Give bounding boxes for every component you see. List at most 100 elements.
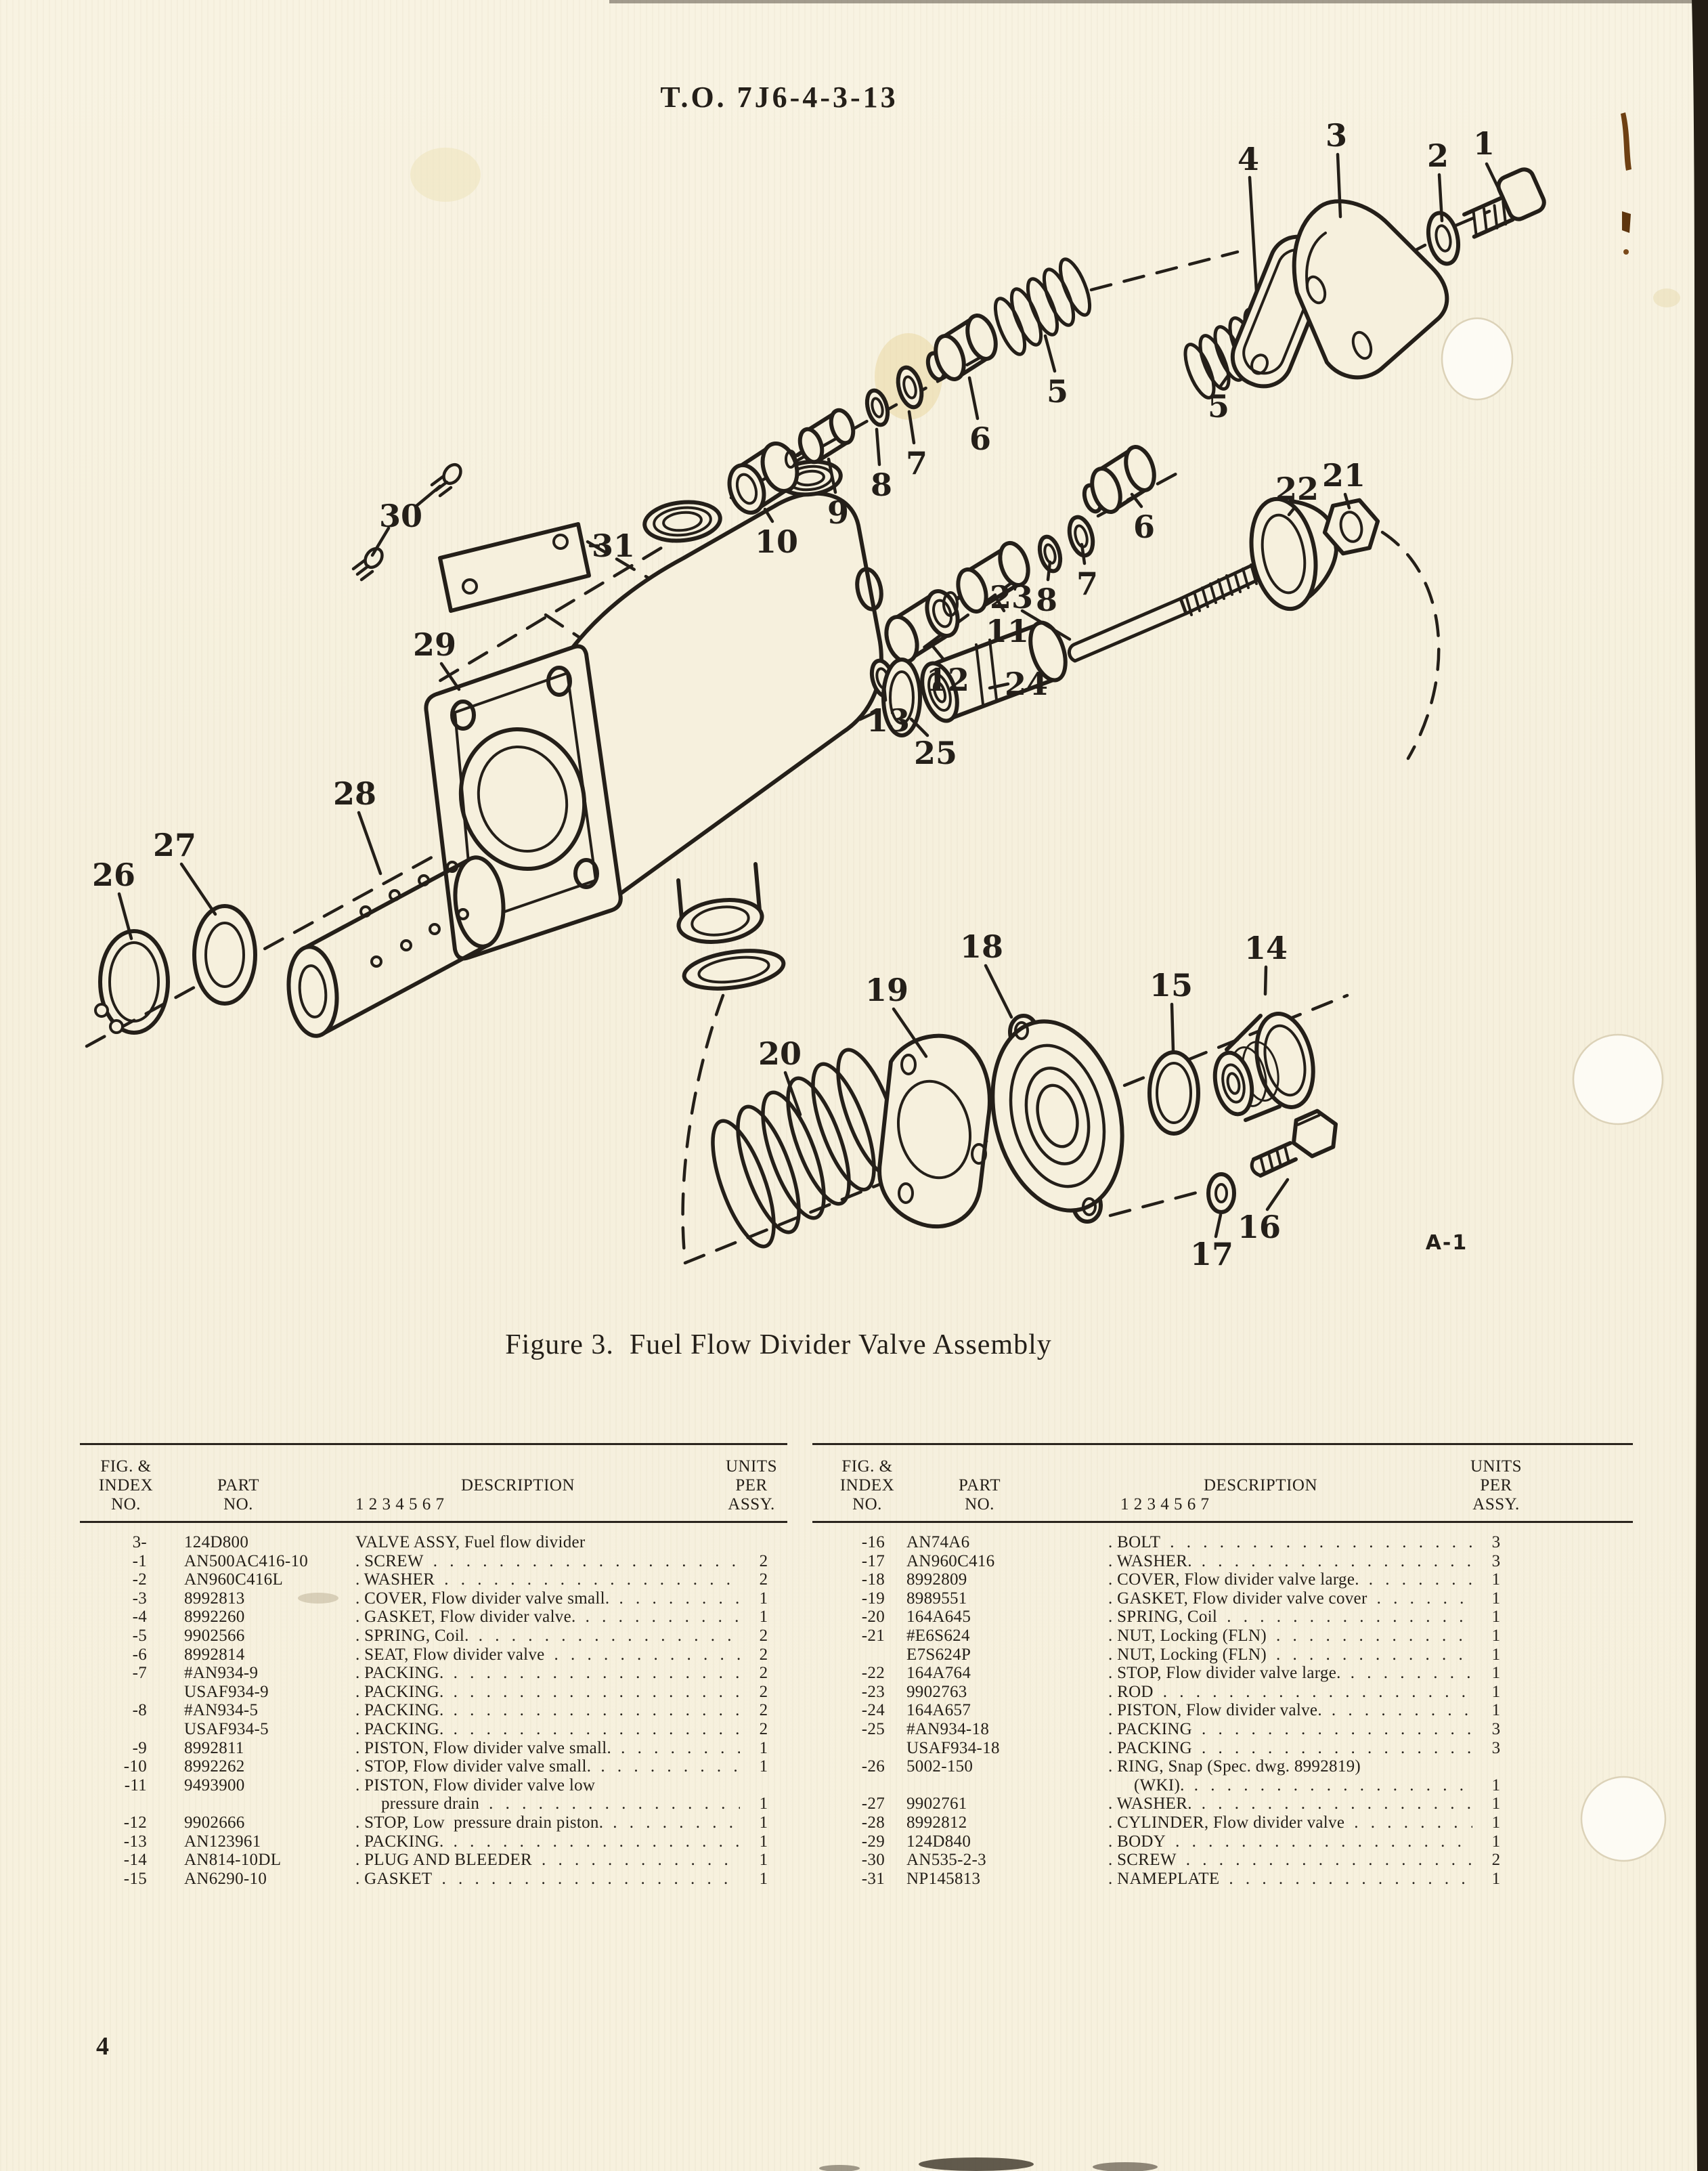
col-header-fig-index-right: FIG. & INDEX NO. <box>839 1457 895 1513</box>
description-text: . PACKING <box>1108 1738 1193 1757</box>
cell-units: 2 <box>759 1626 768 1645</box>
cell-part-no: AN960C416L <box>184 1570 284 1589</box>
nameplate-screws-drawing <box>351 463 462 582</box>
callout-leader-14 <box>1263 965 1268 996</box>
description-text: . STOP, Flow divider valve small. <box>355 1757 592 1776</box>
cell-fig-index: -31 <box>861 1869 885 1888</box>
cell-description: . PISTON, Flow divider valve low <box>355 1776 787 1795</box>
callout-12: 12 <box>926 662 969 698</box>
dot-leader: . . . . . . . . . . . . . . . . . . . . … <box>1201 1794 1472 1813</box>
callout-leader-4 <box>1248 175 1258 293</box>
cell-units: 2 <box>759 1701 768 1720</box>
cell-fig-index: -10 <box>123 1757 147 1776</box>
callout-28: 28 <box>333 775 376 812</box>
cell-fig-index: -4 <box>132 1608 147 1627</box>
description-text: VALVE ASSY, Fuel flow divider <box>355 1533 586 1551</box>
description-text: . PISTON, Flow divider valve low <box>355 1776 596 1794</box>
cell-part-no: 164A657 <box>906 1701 971 1720</box>
callout-leader-28 <box>357 811 382 876</box>
cell-description: . WASHER.. . . . . . . . . . . . . . . .… <box>1108 1552 1520 1571</box>
cell-description: . PLUG AND BLEEDER. . . . . . . . . . . … <box>355 1851 787 1870</box>
cell-units: 2 <box>759 1719 768 1738</box>
dot-leader: . . . . . . . . . . . . . . . . . . . . … <box>1229 1869 1472 1888</box>
cell-fig-index <box>812 1776 885 1795</box>
cell-fig-index <box>80 1683 147 1702</box>
cell-units: 2 <box>759 1645 768 1664</box>
dot-leader: . . . . . . . . . . . . . . . . . . . . … <box>1201 1551 1472 1570</box>
cell-part-no: 164A645 <box>906 1608 971 1627</box>
cell-description: . NUT, Locking (FLN). . . . . . . . . . … <box>1108 1646 1520 1664</box>
cell-units: 1 <box>1491 1813 1501 1832</box>
dot-leader: . . . . . . . . . . . . . . . . . . . . … <box>478 1626 740 1645</box>
cell-fig-index: -13 <box>123 1832 147 1851</box>
cell-description: . PACKING.. . . . . . . . . . . . . . . … <box>355 1832 787 1851</box>
cell-fig-index: -21 <box>861 1626 885 1645</box>
callout-leader-23 <box>1020 609 1072 641</box>
packing-25-drawing <box>881 658 922 737</box>
cell-units: 1 <box>759 1757 768 1776</box>
description-text: . SEAT, Flow divider valve <box>355 1645 545 1664</box>
table-rule-mid-left <box>80 1521 787 1523</box>
cell-units: 3 <box>1491 1719 1501 1738</box>
packing-7a-drawing <box>896 365 924 410</box>
cell-part-no: 8989551 <box>906 1589 967 1608</box>
dot-leader: . . . . . . . . . . . . . . . . . . . . … <box>1162 1682 1472 1701</box>
table-rule-top-right <box>812 1443 1633 1445</box>
cell-description: . STOP, Flow divider valve small.. . . .… <box>355 1757 787 1776</box>
cell-part-no: 8992260 <box>184 1608 245 1627</box>
cell-units: 3 <box>1491 1738 1501 1757</box>
cell-fig-index: -27 <box>861 1794 885 1813</box>
page-number: 4 <box>96 2032 109 2061</box>
callout-21: 21 <box>1322 457 1365 494</box>
dot-leader: . . . . . . . . . . . . . . . . . . . . … <box>1185 1851 1472 1870</box>
col-header-description-right: DESCRIPTION <box>1203 1476 1317 1495</box>
callout-7: 7 <box>1076 565 1098 602</box>
callout-18: 18 <box>960 928 1003 965</box>
dot-leader: . . . . . . . . . . . . . . . . . . . . … <box>1275 1626 1472 1645</box>
cell-units: 1 <box>1491 1794 1501 1813</box>
callout-leader-10 <box>763 507 774 523</box>
cell-description: . NAMEPLATE. . . . . . . . . . . . . . .… <box>1108 1870 1520 1889</box>
callout-27: 27 <box>153 827 196 863</box>
dot-leader: . . . . . . . . . . . . . . . . . . . . … <box>585 1608 740 1627</box>
callout-leader-6 <box>1130 492 1143 509</box>
description-text: . ROD <box>1108 1682 1154 1701</box>
callout-29: 29 <box>413 626 456 663</box>
dot-leader: . . . . . . . . . . . . . . . . . . . . … <box>1350 1664 1472 1683</box>
cell-description: . PACKING. . . . . . . . . . . . . . . .… <box>1108 1720 1520 1739</box>
description-text: . GASKET <box>355 1869 433 1888</box>
figure-caption: Figure 3. Fuel Flow Divider Valve Assemb… <box>505 1329 1052 1360</box>
dot-leader: . . . . . . . . . . . . . . . . . . . . … <box>1275 1645 1472 1664</box>
cell-part-no: USAF934-9 <box>184 1682 269 1701</box>
callout-leader-7 <box>907 410 916 445</box>
table-row: E7S624P. NUT, Locking (FLN). . . . . . .… <box>812 1646 1520 1664</box>
hole-punches <box>1441 317 1667 1862</box>
callout-15: 15 <box>1149 967 1193 1004</box>
cell-part-no: 9493900 <box>184 1776 245 1794</box>
description-text: . BODY <box>1108 1832 1166 1851</box>
cell-part-no: 8992811 <box>184 1738 244 1757</box>
cell-description: . SCREW. . . . . . . . . . . . . . . . .… <box>355 1552 787 1571</box>
col-header-items-right: 1 2 3 4 5 6 7 <box>1120 1495 1210 1513</box>
cell-fig-index: -3 <box>132 1589 147 1608</box>
dot-leader: . . . . . . . . . . . . . . . . . . . . … <box>1368 1570 1472 1589</box>
cell-description: . STOP, Low pressure drain piston.. . . … <box>355 1813 787 1832</box>
cell-fig-index: -7 <box>132 1664 147 1683</box>
callout-30: 30 <box>379 498 422 534</box>
washer-17-drawing <box>1206 1172 1236 1214</box>
description-text: . SCREW <box>355 1551 424 1570</box>
cell-fig-index: -26 <box>861 1757 885 1776</box>
description-text: . WASHER. <box>1108 1794 1192 1813</box>
table-row: pressure drain. . . . . . . . . . . . . … <box>80 1794 787 1813</box>
callout-leader-30 <box>370 526 391 557</box>
callout-2: 2 <box>1427 137 1449 174</box>
cell-part-no: AN960C416 <box>906 1551 995 1570</box>
col-header-items-left: 1 2 3 4 5 6 7 <box>355 1495 445 1513</box>
valve-body-drawing <box>424 459 883 991</box>
cell-description: . NUT, Locking (FLN). . . . . . . . . . … <box>1108 1627 1520 1646</box>
col-header-units-right: UNITS PER ASSY. <box>1470 1457 1523 1513</box>
